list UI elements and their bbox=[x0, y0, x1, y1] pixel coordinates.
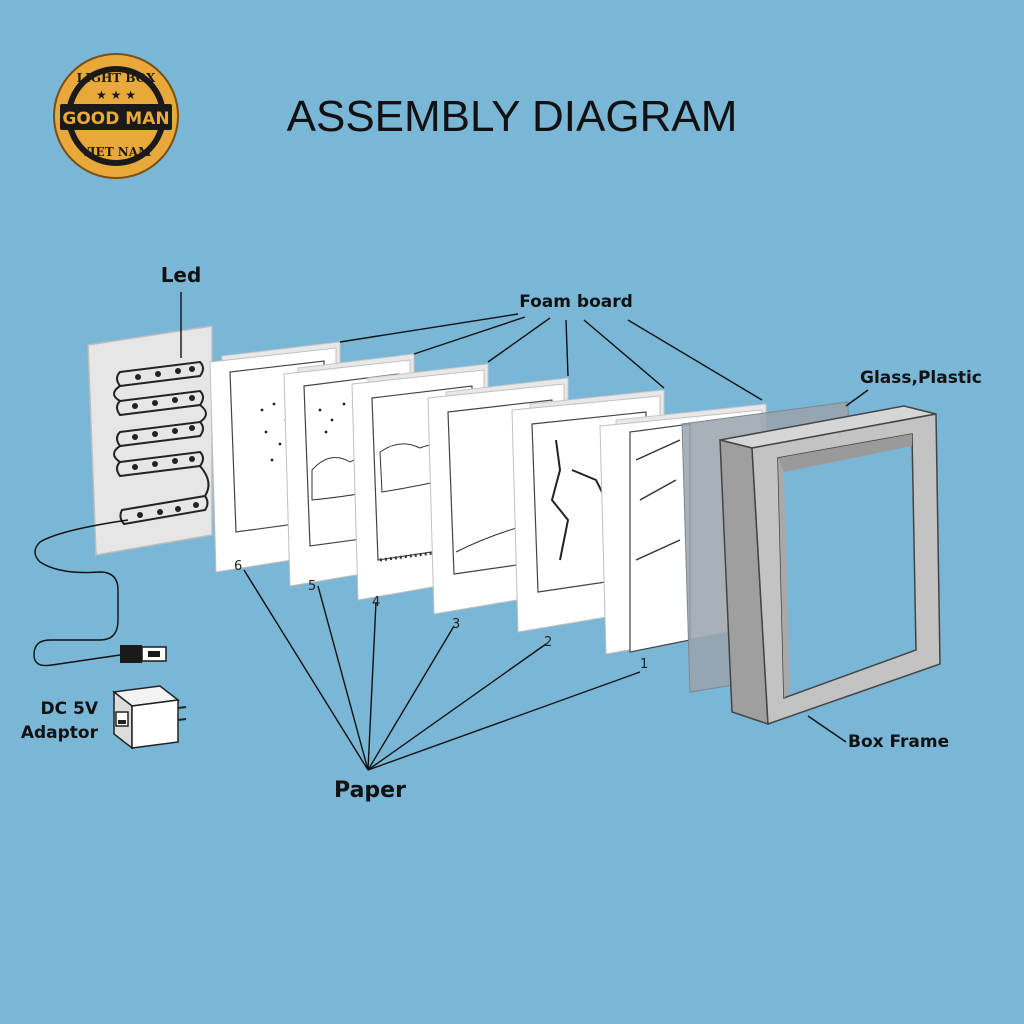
logo-top-text: LIGHT BOX bbox=[77, 71, 156, 85]
power-adaptor bbox=[112, 685, 187, 750]
leader-box-frame bbox=[807, 715, 847, 743]
label-paper: Paper bbox=[334, 778, 406, 803]
leader-foam-board bbox=[339, 313, 763, 401]
label-foam-board: Foam board bbox=[519, 292, 633, 312]
leader-glass bbox=[845, 389, 869, 407]
leader-paper bbox=[243, 569, 641, 771]
usb-cable bbox=[33, 519, 167, 667]
label-adaptor-line2: Adaptor bbox=[21, 723, 99, 743]
label-adaptor-line1: DC 5V bbox=[41, 699, 99, 719]
led-dots bbox=[132, 366, 199, 518]
paper-number-1: 1 bbox=[640, 657, 648, 672]
label-led: Led bbox=[161, 263, 202, 287]
logo-stars: ★ ★ ★ bbox=[96, 88, 136, 102]
brand-logo: LIGHT BOX ★ ★ ★ GOOD MAN VIET NAM bbox=[53, 53, 179, 179]
diagram-title: ASSEMBLY DIAGRAM bbox=[287, 92, 738, 141]
paper-number-2: 2 bbox=[544, 635, 552, 650]
logo-main-text: GOOD MAN bbox=[62, 109, 169, 129]
box-frame bbox=[719, 405, 941, 726]
paper-number-6: 6 bbox=[234, 559, 242, 574]
usb-plug-body bbox=[120, 645, 142, 663]
paper-number-4: 4 bbox=[372, 595, 380, 610]
label-glass-plastic: Glass,Plastic bbox=[860, 368, 982, 388]
paper-number-5: 5 bbox=[308, 579, 316, 594]
led-strip bbox=[113, 360, 210, 526]
logo-bottom-text: VIET NAM bbox=[80, 145, 152, 159]
led-panel bbox=[87, 325, 213, 556]
paper-number-3: 3 bbox=[452, 617, 460, 632]
label-box-frame: Box Frame bbox=[848, 732, 949, 752]
